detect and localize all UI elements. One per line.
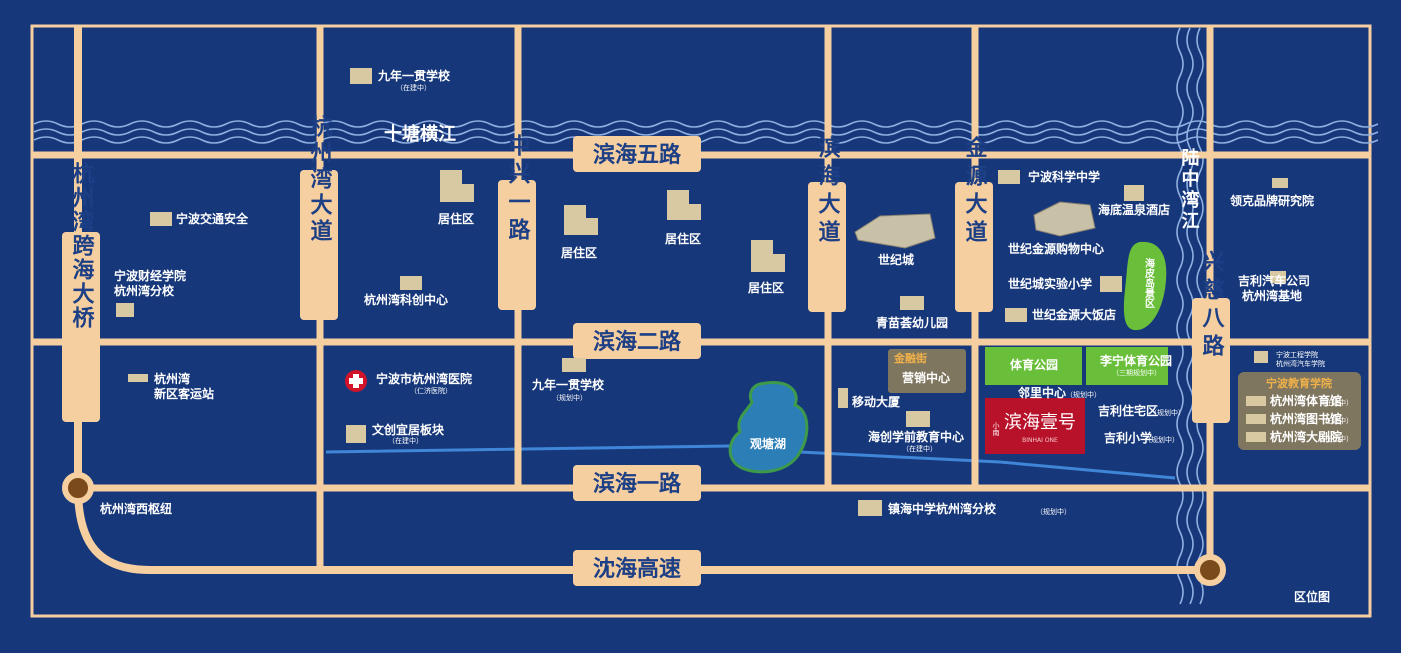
poi-tiyu: 体育公园 [1010,357,1058,372]
edu-panel [1238,372,1361,450]
poi-lingke: 领克品牌研究院 [1230,193,1314,208]
road-label-hzwdadao: 杭州湾大道 [307,114,333,245]
road-label-zhongxing: 中兴一路 [505,134,531,246]
map-title: 区位图 [1294,589,1330,604]
hospital-icon [345,370,367,392]
poi-caijing-2: 杭州湾分校 [114,283,175,298]
poi-keyun-1: 杭州湾 [154,371,190,386]
poi-lining: 李宁体育公园 [1099,353,1172,368]
poi-keyun-2: 新区客运站 [154,386,214,401]
river-label-shitang: 十塘横江 [384,123,456,145]
road-label-jinyuan: 金源大道 [962,135,989,248]
svg-text:滨海一路: 滨海一路 [593,471,682,497]
road-label-binhai5: 滨海五路 [573,136,701,172]
poi-jilizz-note: （规划中） [1150,408,1185,417]
svg-text:滨海二路: 滨海二路 [593,329,682,355]
project-sub: BINHAI ONE [1022,437,1058,444]
project-small: 小南 [992,421,1000,436]
poi-jtaq: 宁波交通安全 [176,211,249,226]
poi-wenchuang-note: （在建中） [388,436,423,445]
river-label-luzhong: 陆中湾江 [1179,147,1200,232]
poi-dafandian: 世纪金源大饭店 [1032,307,1116,322]
hub-west [62,472,94,504]
poi-shijicheng: 世纪城 [878,252,914,267]
poi-guantang: 观塘湖 [750,436,786,451]
poi-wenchuang: 文创宜居板块 [372,422,445,437]
svg-text:沈海高速: 沈海高速 [593,556,681,582]
road-label-shenhai: 沈海高速 [573,550,701,586]
poi-school9-plan-note: （规划中） [552,393,587,402]
poi-dajuyuan: 杭州湾大剧院 [1270,429,1342,444]
poi-lining-note: （三期规划中） [1112,368,1161,377]
poi-jilizz: 吉利住宅区 [1098,403,1158,418]
map-frame [30,24,1372,618]
sales-center-box [888,349,966,393]
poi-school9-build: 九年一贯学校 [377,68,451,83]
project-badge [985,398,1085,454]
poi-zhenhai-note: （规划中） [1036,507,1071,516]
poi-gongcheng-1: 宁波工程学院 [1276,350,1318,359]
poi-qingmiao: 青苗荟幼儿园 [876,315,948,330]
poi-hospital-note: （仁济医院） [410,386,452,395]
poi-haichuang: 海创学前教育中心 [868,429,964,444]
poi-res-3: 居住区 [665,231,701,246]
poi-yidong: 移动大厦 [852,394,901,409]
poi-wenquan: 海底温泉酒店 [1098,202,1170,217]
poi-jili-2: 杭州湾基地 [1242,288,1302,303]
shijicheng-building [854,213,936,249]
poi-school9-build-note: （在建中） [396,83,431,92]
poi-linli: 邻里中心 [1017,385,1066,400]
poi-tiyuguan: 杭州湾体育馆 [1270,393,1342,408]
poi-tushuguan-note: （在建中） [1318,416,1353,425]
poi-tiyuguan-note: （在建中） [1318,398,1353,407]
project-name: 滨海壹号 [1004,412,1076,433]
poi-zhenhai: 镇海中学杭州湾分校 [888,501,997,516]
poi-shiyan: 世纪城实验小学 [1008,276,1092,291]
poi-dajuyuan-note: （在建中） [1318,434,1353,443]
hub-east [1194,554,1226,586]
poi-linli-note: （规划中） [1066,390,1101,399]
poi-kexue: 宁波科学中学 [1028,169,1100,184]
poi-yingxiao: 营销中心 [902,370,950,385]
haipi-island [1123,241,1167,331]
poi-school9-plan: 九年一贯学校 [531,377,605,392]
poi-kechuang: 杭州湾科创中心 [364,292,448,307]
poi-jilixx-note: （规划中） [1144,435,1179,444]
poi-gongcheng-2: 杭州湾汽车学院 [1276,359,1325,368]
gouwu-building [1033,201,1096,237]
poi-tushuguan: 杭州湾图书馆 [1270,411,1342,426]
building-icons [116,68,1288,516]
poi-jili-1: 吉利汽车公司 [1238,273,1310,288]
poi-res-1: 居住区 [438,211,474,226]
poi-caijing-1: 宁波财经学院 [114,268,186,283]
poi-haichuang-note: （在建中） [902,444,937,453]
poi-res-2: 居住区 [561,245,597,260]
tiyu-park [985,347,1082,385]
svg-text:滨海五路: 滨海五路 [593,142,682,168]
canal-line [325,444,1176,480]
poi-gouwu: 世纪金源购物中心 [1008,241,1104,256]
road-label-xingci: 兴慈八路 [1199,250,1225,362]
road-label-hzwqiao: 杭州湾跨海大桥 [69,161,95,330]
poi-haipi: 海皮岛景区 [1143,257,1156,308]
road-label-binhai1: 滨海一路 [573,465,701,501]
guantang-lake [728,381,809,474]
poi-res-4: 居住区 [748,280,784,295]
road-label-binhai2: 滨海二路 [573,323,701,359]
shitang-river [33,120,1379,144]
road-label-binhaidadao: 滨海大道 [815,135,841,248]
poi-jiaoyu-title: 宁波教育学院 [1266,376,1332,390]
poi-hospital: 宁波市杭州湾医院 [376,371,472,386]
poi-jinrong: 金融街 [893,351,927,365]
poi-jilixx: 吉利小学 [1104,430,1152,445]
hub-label: 杭州湾西枢纽 [100,501,172,516]
lining-park [1086,347,1168,385]
